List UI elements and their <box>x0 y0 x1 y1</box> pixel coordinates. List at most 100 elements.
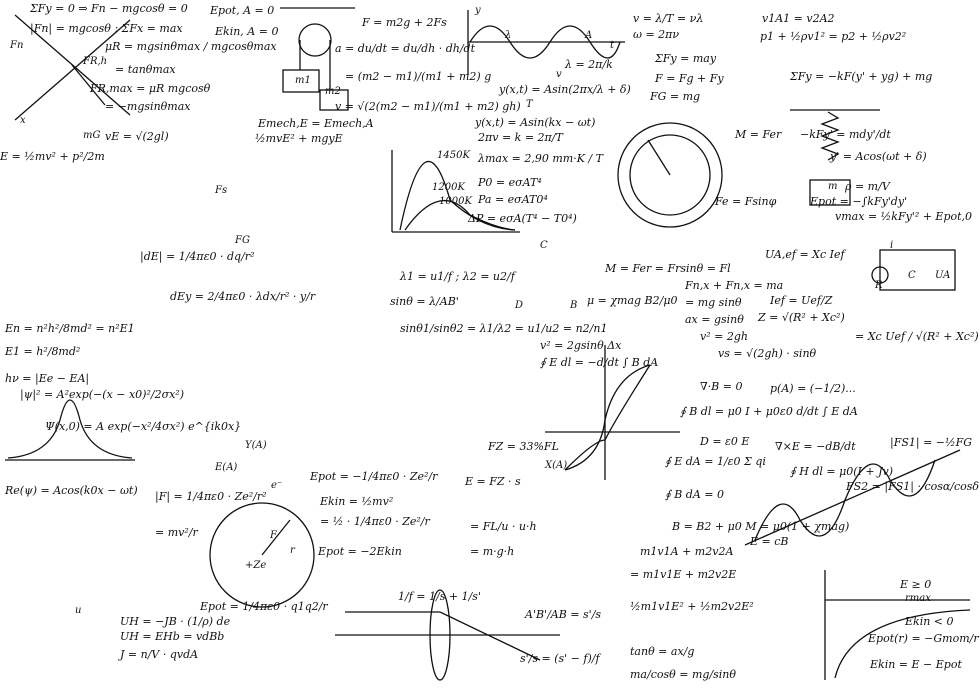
diagram-label: D <box>515 300 524 311</box>
diagram-label: u <box>75 605 82 616</box>
atom-orbit-diagram <box>209 502 315 608</box>
diagram-label: R <box>875 280 883 291</box>
gaussian-curve <box>5 399 135 461</box>
formula: B = B2 + μ0 M = μ0(1 + χmag) <box>672 520 850 533</box>
formula: Epot = 1/4πε0 · q1q2/r <box>200 600 328 613</box>
formula: FS2 = |FS1| · cosα/cosδ <box>846 480 980 493</box>
formula: p(A) = (−1/2)... <box>770 382 856 395</box>
diagram-label: t <box>610 40 615 51</box>
formula: y(x,t) = Asin(kx − ωt) <box>475 116 596 129</box>
formula: Epot, A = 0 <box>210 4 275 17</box>
formula: m1v1A + m2v2A <box>640 545 734 558</box>
formula: = mg sinθ <box>685 296 742 309</box>
formula: UH = EHb = vdBb <box>120 630 225 643</box>
formula: Re(ψ) = Acos(k0x − ωt) <box>5 484 138 497</box>
formula: Ief = Uef/Z <box>770 294 833 307</box>
formula: D = ε0 E <box>700 435 750 448</box>
diagram-label: λ <box>505 30 512 41</box>
formula: vE = √(2gl) <box>105 130 169 143</box>
formula: E = FZ · s <box>465 475 521 488</box>
formula: Ekin < 0 <box>905 615 954 628</box>
formula: ΣFy = 0 ⇒ Fn − mgcosθ = 0 <box>30 2 188 15</box>
formula: v² = 2gh <box>700 330 748 343</box>
formula: Pa = eσAT0⁴ <box>478 193 548 206</box>
sine-wave <box>467 10 625 75</box>
formula: Epot(r) = −Gmom/r <box>868 632 979 645</box>
blackbody-curves <box>391 150 520 233</box>
formula: = (m2 − m1)/(m1 + m2) g <box>345 70 492 83</box>
formula: Epot = −2Ekin <box>318 545 402 558</box>
formula: v = λ/T = νλ <box>633 12 704 25</box>
diagram-label: x <box>20 115 26 126</box>
formula: 1/f = 1/s + 1/s' <box>398 590 481 603</box>
formula: = Xc Uef / √(R² + Xc²) <box>855 330 979 343</box>
formula: = tanθmax <box>115 63 176 76</box>
formula: ∇×E = −dB/dt <box>775 440 856 453</box>
diagram-label: +Ze <box>245 560 267 571</box>
formula: F = Fg + Fy <box>655 72 724 85</box>
formula: ρ = m/V <box>845 180 890 193</box>
formula: F = m2g + 2Fs <box>362 16 447 29</box>
formula: dEy = 2/4πε0 · λdx/r² · y/r <box>170 290 316 303</box>
diagram-label: FG <box>235 235 250 246</box>
formula: ∮ E dl = −d/dt ∫ B dA <box>540 356 659 369</box>
formula: hν = |Ee − EA| <box>5 372 90 385</box>
formula: s'/s = (s' − f)/f <box>520 652 600 665</box>
pulley-diagram <box>280 7 355 111</box>
formula: Ψ(x,0) = A exp(−x²/4σx²) e^{ik0x} <box>45 420 242 433</box>
formula: M = Fer = Frsinθ = Fl <box>605 262 731 275</box>
circular-motion-diagram <box>617 122 723 228</box>
formula: = ½ · 1/4πε0 · Ze²/r <box>320 515 430 528</box>
formula: |Fn| = mgcosθ ; ΣFx = max <box>30 22 183 35</box>
formula: ω = 2πν <box>633 28 680 41</box>
diagram-label: m <box>828 181 838 192</box>
formula: |dE| = 1/4πε0 · dq/r² <box>140 250 255 263</box>
formula: tanθ = ax/g <box>630 645 695 658</box>
formula: ΣFy = may <box>655 52 717 65</box>
spring-mass-diagram <box>790 109 880 206</box>
formula: ΣFy = −kF(y' + yg) + mg <box>790 70 933 83</box>
diagram-label: T <box>526 99 533 110</box>
formula: FG = mg <box>650 90 701 103</box>
formula: 2πv = k = 2π/T <box>478 131 563 144</box>
formula: Emech,E = Emech,A <box>258 117 374 130</box>
diagram-label: 1200K <box>432 182 465 193</box>
em-wave-diagram <box>744 449 961 546</box>
diagram-label: E(A) <box>215 462 238 473</box>
formula: λ1 = u1/f ; λ2 = u2/f <box>400 270 515 283</box>
formula: |ψ|² = A²exp(−(x − x0)²/2σx²) <box>20 388 185 401</box>
formula: ∮ B dl = μ0 I + μ0ε0 d/dt ∫ E dA <box>680 405 858 418</box>
diagram-label: X(A) <box>545 460 568 471</box>
diagram-label: v <box>556 69 562 80</box>
formula: FZ = 33%FL <box>488 440 559 453</box>
formula: = m1v1E + m2v2E <box>630 568 737 581</box>
formula: sinθ1/sinθ2 = λ1/λ2 = u1/u2 = n2/n1 <box>400 322 608 335</box>
formula: μR = mgsinθmax / mgcosθmax <box>105 40 277 53</box>
formula: = mv²/r <box>155 526 198 539</box>
formula: E ≥ 0 <box>900 578 932 591</box>
formula: Fn,x + Fn,x = ma <box>685 279 784 292</box>
formula: ∮ B dA = 0 <box>665 488 725 501</box>
formula: En = n²h²/8md² = n²E1 <box>5 322 135 335</box>
formula: Epot = −∫kFy'dy' <box>810 195 908 208</box>
diagram-label: y <box>475 5 481 16</box>
formula: E = ½mv² + p²/2m <box>0 150 105 163</box>
formula: Epot = −1/4πε0 · Ze²/r <box>310 470 438 483</box>
formula: |F| = 1/4πε0 · Ze²/r² <box>155 490 267 503</box>
formula: ∇·B = 0 <box>700 380 743 393</box>
diagram-label: C <box>908 270 916 281</box>
formula: ma/cosθ = mg/sinθ <box>630 668 737 681</box>
formula: ΔP = eσA(T⁴ − T0⁴) <box>468 212 577 225</box>
formula: y(x,t) = Asin(2πx/λ + δ) <box>499 83 631 96</box>
formula: UH = −JB · (1/ρ) de <box>120 615 231 628</box>
formula: λ = 2π/k <box>565 58 613 71</box>
formula: Ekin, A = 0 <box>215 25 279 38</box>
diagram-label: 1000K <box>439 196 472 207</box>
formula: y' = Acos(ωt + δ) <box>830 150 927 163</box>
formula: Z = √(R² + Xc²) <box>758 311 845 324</box>
lens-diagram <box>335 589 560 681</box>
diagram-label: A <box>585 30 593 41</box>
formula: UA,ef = Xc Ief <box>765 248 845 261</box>
diagram-label: m1 <box>295 75 311 86</box>
diagram-label: i <box>890 240 894 251</box>
